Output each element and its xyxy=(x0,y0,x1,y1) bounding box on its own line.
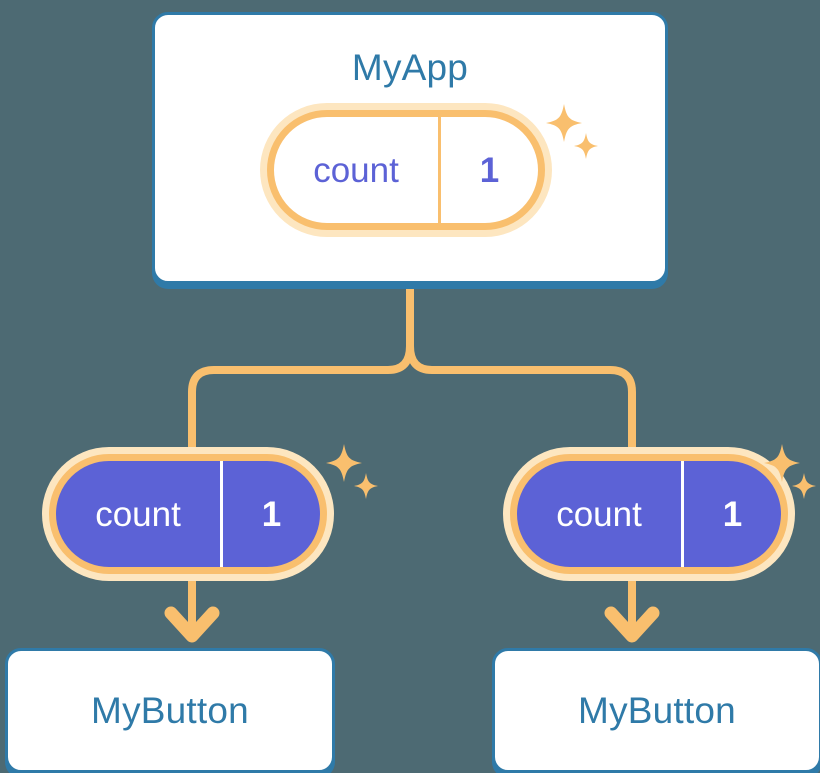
state-pill-branch-right[interactable]: count 1 xyxy=(503,447,795,581)
leaf-component-title: MyButton xyxy=(91,690,249,731)
arrow-head-left xyxy=(164,606,220,643)
state-key-label: count xyxy=(517,461,684,567)
connector-branch-left xyxy=(188,342,414,451)
arrow-head-right xyxy=(604,606,660,643)
component-card-button-right[interactable]: MyButton xyxy=(492,648,820,773)
state-key-label: count xyxy=(274,117,441,223)
state-pill-body: count 1 xyxy=(510,454,788,574)
state-value-label: 1 xyxy=(261,494,282,534)
state-pill-body: count 1 xyxy=(267,110,545,230)
state-pill-branch-left[interactable]: count 1 xyxy=(42,447,334,581)
state-pill-body: count 1 xyxy=(49,454,327,574)
root-component-title: MyApp xyxy=(351,47,469,88)
state-value-label: 1 xyxy=(722,494,743,534)
leaf-component-title: MyButton xyxy=(578,690,736,731)
state-pill-root[interactable]: count 1 xyxy=(260,103,552,237)
state-key-label: count xyxy=(56,461,223,567)
state-value-label: 1 xyxy=(479,150,500,190)
connector-branch-right xyxy=(406,342,636,451)
component-card-button-left[interactable]: MyButton xyxy=(5,648,335,773)
